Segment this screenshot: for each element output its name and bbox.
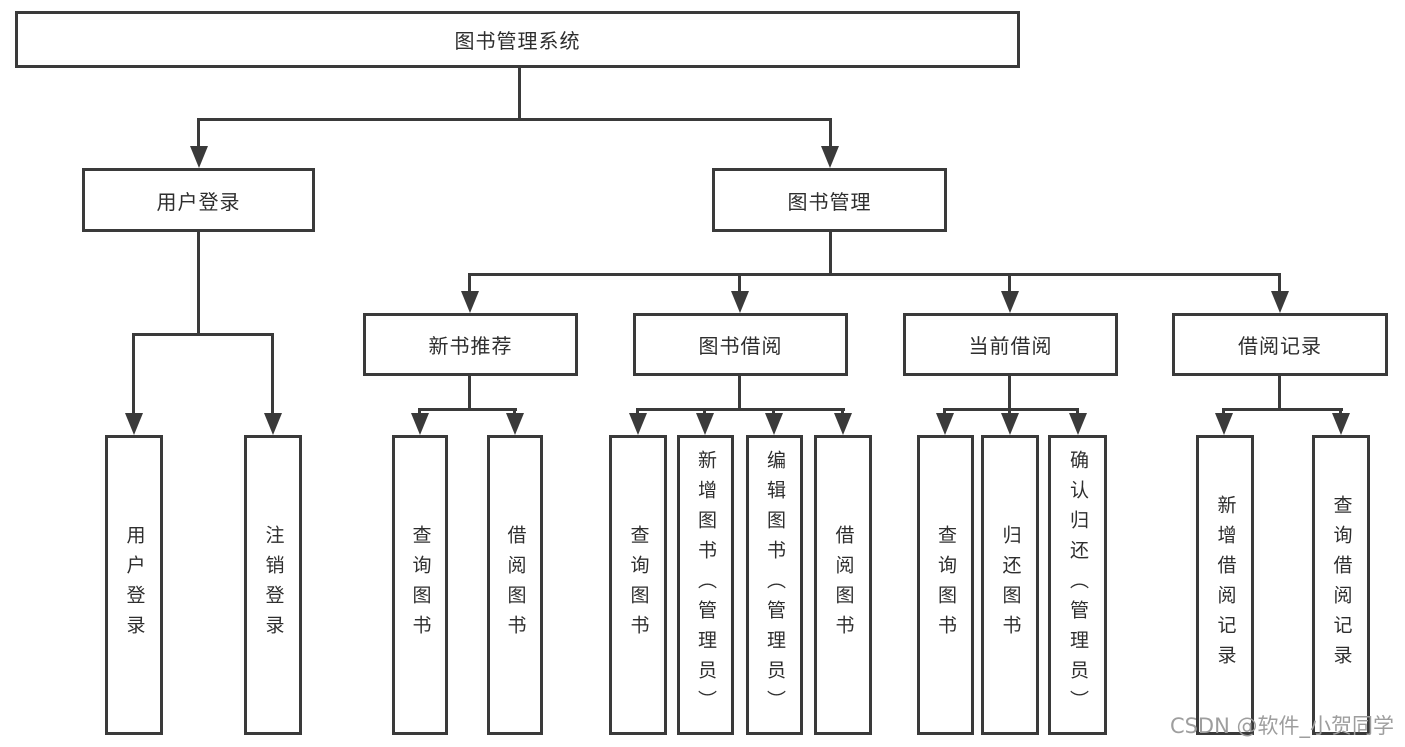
leaf-borrow-books-recommend: 借阅图书	[487, 435, 543, 735]
node-label: 查询图书	[935, 525, 957, 645]
connector-line	[132, 333, 274, 336]
node-label: 新增图书（管理员）	[695, 450, 717, 720]
node-label: 用户登录	[123, 525, 146, 645]
leaf-confirm-return-admin: 确认归还（管理员）	[1048, 435, 1107, 735]
node-label: 图书管理系统	[454, 29, 581, 53]
arrowhead-icon	[1069, 413, 1087, 435]
connector-line	[1008, 273, 1011, 295]
connector-line	[271, 333, 274, 417]
node-label: 借阅记录	[1238, 334, 1322, 358]
arrowhead-icon	[731, 291, 749, 313]
node-label: 图书管理	[787, 189, 872, 214]
leaf-add-borrow-record: 新增借阅记录	[1196, 435, 1254, 735]
node-book-management: 图书管理	[712, 168, 947, 232]
node-current-borrowing: 当前借阅	[903, 313, 1118, 376]
node-borrowing-records: 借阅记录	[1172, 313, 1388, 376]
arrowhead-icon	[821, 146, 839, 168]
leaf-query-books-current: 查询图书	[917, 435, 974, 735]
arrowhead-icon	[264, 413, 282, 435]
connector-line	[197, 118, 200, 150]
arrowhead-icon	[1332, 413, 1350, 435]
arrowhead-icon	[461, 291, 479, 313]
leaf-return-book: 归还图书	[981, 435, 1039, 735]
arrowhead-icon	[1215, 413, 1233, 435]
leaf-query-books-recommend: 查询图书	[392, 435, 448, 735]
node-label: 查询图书	[409, 525, 432, 645]
connector-line	[468, 273, 1281, 276]
arrowhead-icon	[629, 413, 647, 435]
node-label: 查询借阅记录	[1330, 495, 1353, 675]
node-label: 注销登录	[262, 525, 285, 645]
leaf-query-borrow-record: 查询借阅记录	[1312, 435, 1370, 735]
node-label: 用户登录	[156, 189, 241, 214]
connector-line	[197, 232, 200, 335]
leaf-add-book-admin: 新增图书（管理员）	[677, 435, 734, 735]
node-user-login: 用户登录	[82, 168, 315, 232]
node-label: 当前借阅	[968, 334, 1053, 358]
connector-line	[468, 273, 471, 295]
connector-line	[636, 408, 845, 411]
connector-line	[738, 273, 741, 295]
connector-line	[197, 118, 832, 121]
connector-line	[132, 333, 135, 417]
arrowhead-icon	[506, 413, 524, 435]
arrowhead-icon	[411, 413, 429, 435]
arrowhead-icon	[190, 146, 208, 168]
leaf-borrow-books-borrowing: 借阅图书	[814, 435, 872, 735]
connector-line	[1222, 408, 1343, 411]
arrowhead-icon	[696, 413, 714, 435]
node-library-system: 图书管理系统	[15, 11, 1020, 68]
arrowhead-icon	[125, 413, 143, 435]
watermark: CSDN @软件_小贺同学	[1169, 714, 1394, 738]
node-label: 图书借阅	[698, 334, 783, 358]
leaf-logout: 注销登录	[244, 435, 302, 735]
node-label: 确认归还（管理员）	[1067, 450, 1089, 720]
arrowhead-icon	[765, 413, 783, 435]
leaf-query-books-borrowing: 查询图书	[609, 435, 667, 735]
leaf-user-login: 用户登录	[105, 435, 163, 735]
connector-line	[943, 408, 1079, 411]
connector-line	[418, 408, 517, 411]
connector-line	[1008, 376, 1011, 411]
leaf-edit-book-admin: 编辑图书（管理员）	[746, 435, 803, 735]
arrowhead-icon	[936, 413, 954, 435]
connector-line	[738, 376, 741, 411]
arrowhead-icon	[1001, 413, 1019, 435]
node-label: 编辑图书（管理员）	[764, 450, 786, 720]
node-label: 查询图书	[627, 525, 650, 645]
connector-line	[1278, 273, 1281, 295]
node-label: 借阅图书	[504, 525, 527, 645]
node-label: 借阅图书	[832, 525, 855, 645]
arrowhead-icon	[1001, 291, 1019, 313]
connector-line	[1278, 376, 1281, 411]
node-new-book-recommendation: 新书推荐	[363, 313, 578, 376]
connector-line	[518, 68, 521, 120]
node-label: 归还图书	[999, 525, 1022, 645]
node-book-borrowing: 图书借阅	[633, 313, 848, 376]
arrowhead-icon	[1271, 291, 1289, 313]
node-label: 新书推荐	[428, 334, 513, 358]
connector-line	[468, 376, 471, 411]
node-label: 新增借阅记录	[1214, 495, 1237, 675]
arrowhead-icon	[834, 413, 852, 435]
connector-line	[829, 118, 832, 150]
connector-line	[829, 232, 832, 275]
